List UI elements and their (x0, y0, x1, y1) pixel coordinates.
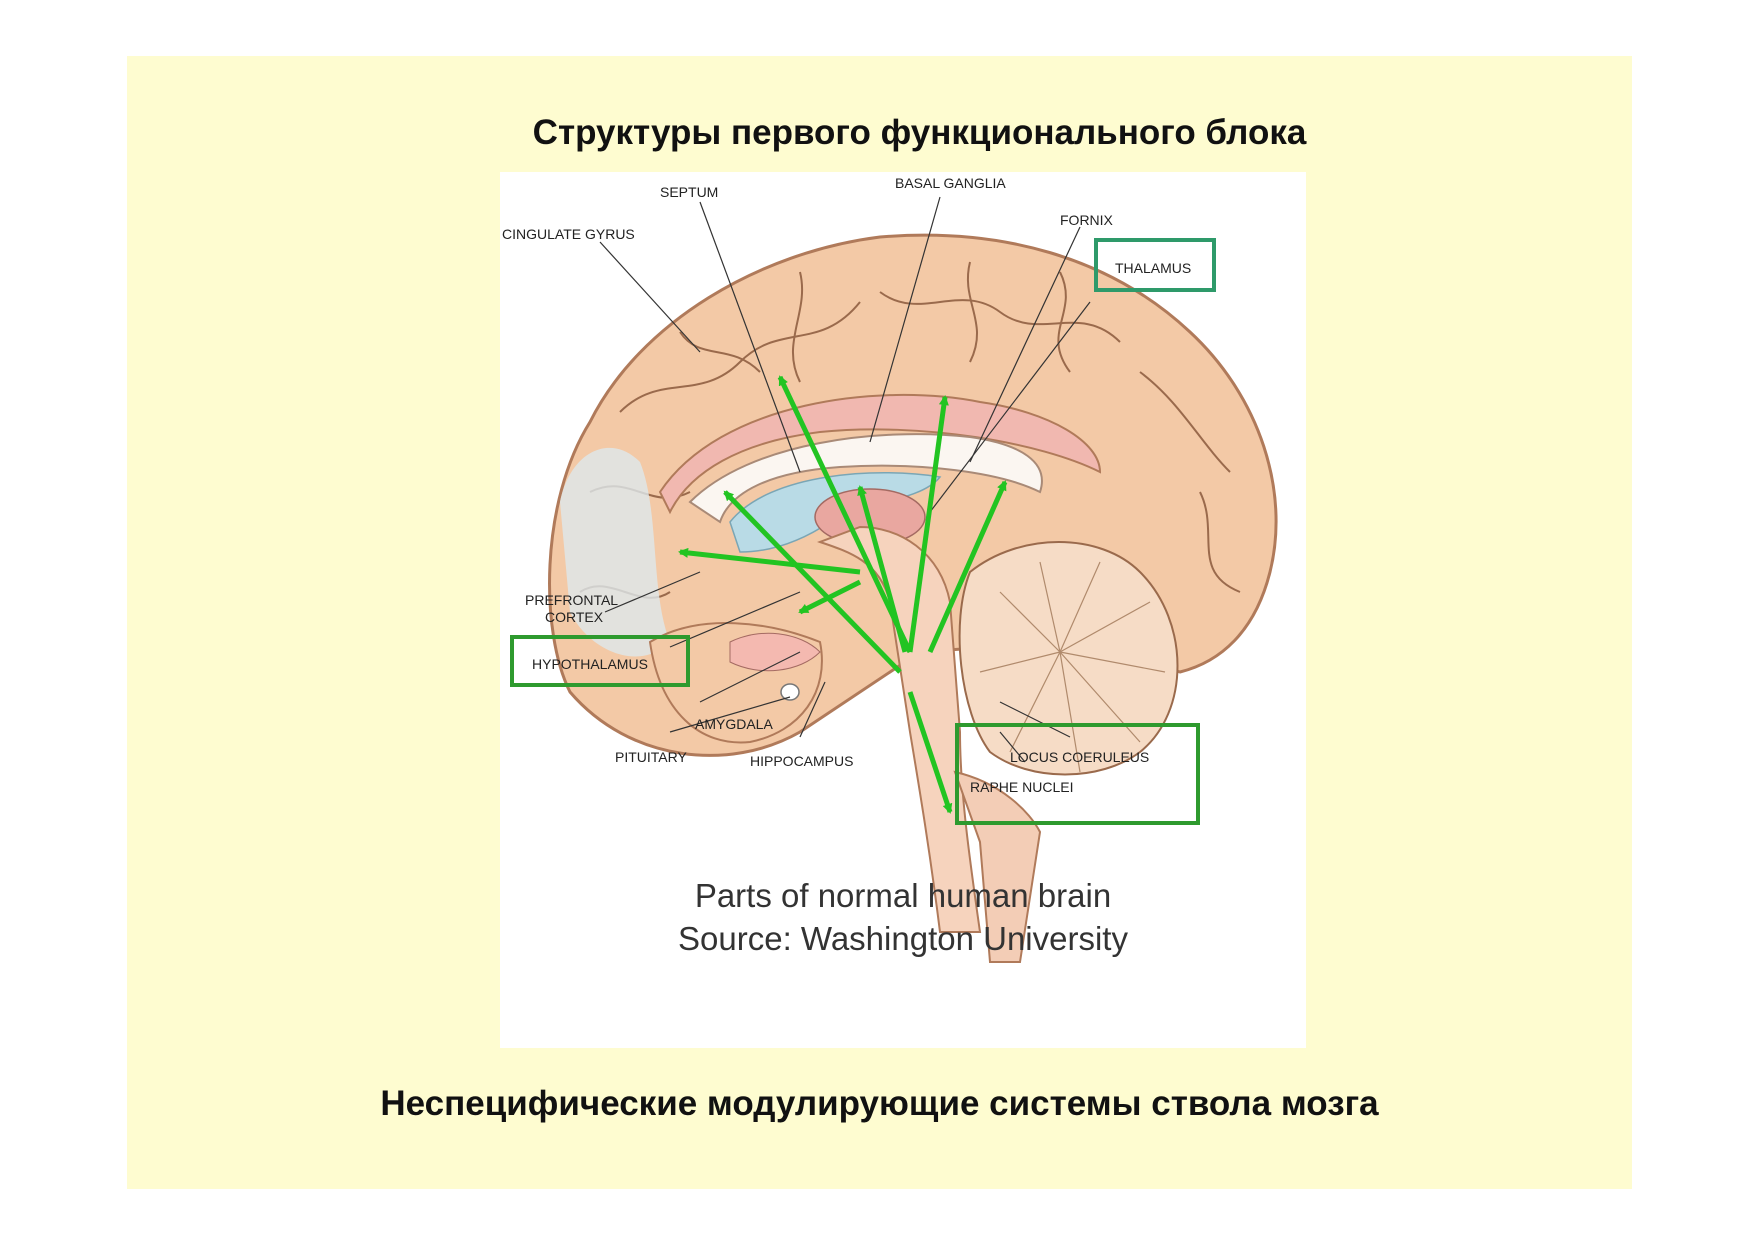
label-hippocampus: HIPPOCAMPUS (750, 753, 853, 769)
label-thalamus: THALAMUS (1115, 260, 1191, 276)
modulatory-arrows (678, 375, 1008, 814)
highlight-box-brainstem-nuclei (955, 723, 1200, 825)
leader-lines (599, 196, 1091, 763)
label-fornix: FORNIX (1060, 212, 1114, 228)
label-prefrontal-cortex: PREFRONTAL (525, 592, 618, 608)
label-raphe-nuclei: RAPHE NUCLEI (970, 779, 1073, 795)
label-prefrontal-cortex-2: CORTEX (545, 609, 604, 625)
gyri (579, 261, 1241, 599)
label-basal-ganglia: BASAL GANGLIA (895, 175, 1006, 191)
slide: Структуры первого функционального блока (127, 56, 1632, 1189)
label-septum: SEPTUM (660, 184, 718, 200)
slide-title: Структуры первого функционального блока (532, 113, 1307, 152)
label-hypothalamus: HYPOTHALAMUS (532, 656, 648, 672)
label-amygdala: AMYGDALA (695, 716, 773, 732)
label-pituitary: PITUITARY (615, 749, 687, 765)
corpus-callosum (688, 433, 1043, 524)
cerebellum (958, 541, 1179, 776)
figure-caption-line1: Parts of normal human brain (695, 877, 1111, 914)
highlight-box-thalamus (1094, 238, 1216, 292)
slide-subtitle: Неспецифические модулирующие системы ств… (380, 1084, 1379, 1123)
label-locus-coeruleus: LOCUS COERULEUS (1010, 749, 1149, 765)
label-cingulate-gyrus: CINGULATE GYRUS (502, 226, 635, 242)
highlight-box-hypothalamus (510, 635, 690, 687)
cingulate-gyrus (658, 393, 1102, 515)
brain-figure: SEPTUM BASAL GANGLIA CINGULATE GYRUS FOR… (500, 172, 1306, 1048)
brain-diagram: SEPTUM BASAL GANGLIA CINGULATE GYRUS FOR… (502, 175, 1278, 963)
figure-caption-line2: Source: Washington University (678, 920, 1128, 957)
